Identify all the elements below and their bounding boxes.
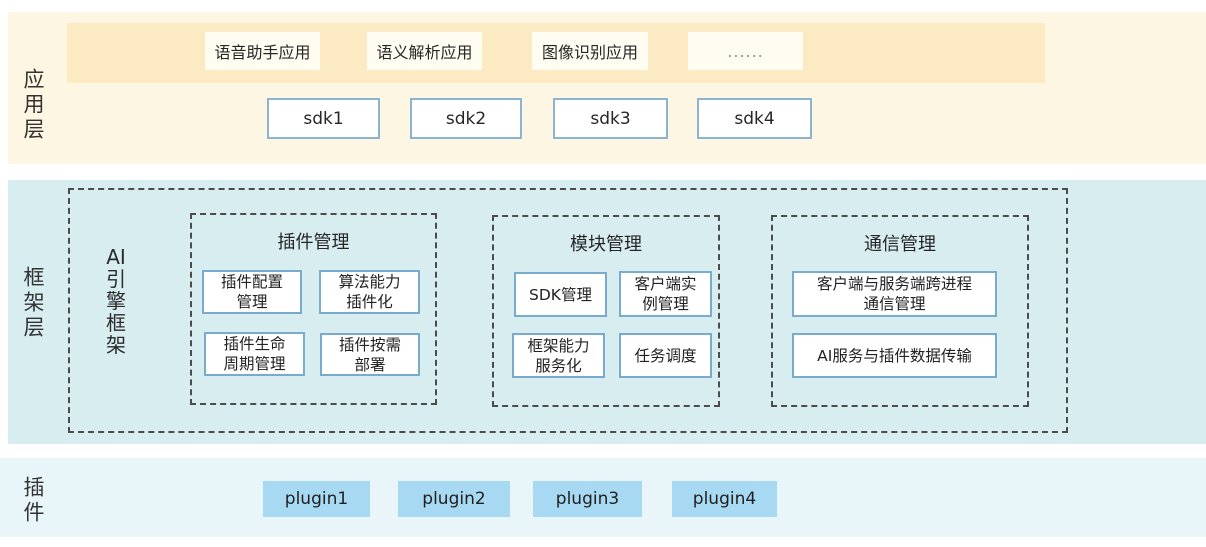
engine-label-line: AI [106, 245, 126, 269]
item-line: 算法能力 [338, 273, 401, 291]
sdk-box-4: sdk4 [697, 98, 812, 139]
item-line: AI服务与插件数据传输 [817, 346, 972, 365]
item-line: 周期管理 [223, 355, 286, 373]
item-line: 插件配置 [220, 273, 283, 291]
group-title: 插件管理 [277, 232, 350, 253]
app-box-ellipsis: ...... [688, 32, 803, 70]
item-line: 客户端实 [634, 275, 697, 293]
sdk-box-2: sdk2 [410, 98, 522, 139]
ai-engine-framework-label: AI 引 擎 框 架 [96, 246, 136, 356]
plugin-box-4: plugin4 [672, 481, 777, 517]
engine-label-line: 框 [106, 311, 126, 335]
layer-label-framework: 框架层 [21, 266, 45, 341]
item-plugin-on-demand-deploy: 插件按需 部署 [320, 333, 420, 376]
item-line: 框架能力 [527, 336, 590, 355]
item-line: 管理 [236, 293, 268, 311]
item-line: 插件按需 [338, 335, 401, 354]
engine-label-line: 架 [106, 333, 126, 357]
item-line: 服务化 [535, 356, 582, 375]
sdk-box-1: sdk1 [267, 98, 380, 139]
item-line: 插件化 [346, 293, 393, 311]
item-line: 客户端与服务端跨进程 [816, 275, 972, 293]
layer-label-plugin: 插件 [21, 476, 45, 526]
item-client-instance-management: 客户端实 例管理 [619, 271, 712, 317]
item-framework-capability-service: 框架能力 服务化 [512, 333, 605, 378]
layer-label-application: 应用层 [21, 68, 45, 143]
engine-label-line: 引 [106, 267, 126, 291]
sdk-box-3: sdk3 [553, 98, 668, 139]
item-ai-service-plugin-data-transfer: AI服务与插件数据传输 [792, 333, 997, 378]
plugin-box-2: plugin2 [398, 481, 510, 517]
group-module-management: 模块管理 SDK管理 客户端实 例管理 框架能力 服务化 任务调度 [492, 215, 720, 407]
item-line: SDK管理 [529, 285, 592, 304]
group-title: 模块管理 [570, 234, 642, 255]
item-plugin-config-management: 插件配置 管理 [202, 270, 302, 314]
item-sdk-management: SDK管理 [514, 272, 607, 317]
group-communication-management: 通信管理 客户端与服务端跨进程 通信管理 AI服务与插件数据传输 [771, 215, 1029, 407]
item-line: 插件生命 [223, 335, 286, 353]
app-box-image-recognition: 图像识别应用 [532, 32, 648, 70]
engine-label-line: 擎 [106, 289, 126, 313]
group-plugin-management: 插件管理 插件配置 管理 算法能力 插件化 插件生命 周期管理 插件按需 部署 [190, 213, 437, 405]
item-line: 任务调度 [634, 346, 697, 365]
ai-engine-framework-frame [68, 188, 1068, 433]
item-plugin-lifecycle-management: 插件生命 周期管理 [204, 332, 305, 376]
app-box-voice-assistant: 语音助手应用 [205, 32, 320, 70]
item-line: 部署 [354, 355, 386, 374]
item-cross-process-communication: 客户端与服务端跨进程 通信管理 [792, 271, 997, 317]
plugin-box-1: plugin1 [263, 481, 370, 517]
item-algorithm-pluginization: 算法能力 插件化 [319, 270, 420, 314]
item-line: 通信管理 [863, 295, 926, 313]
item-line: 例管理 [642, 295, 689, 313]
app-box-semantic-parsing: 语义解析应用 [367, 32, 482, 70]
item-task-scheduling: 任务调度 [619, 333, 712, 378]
plugin-box-3: plugin3 [533, 481, 642, 517]
group-title: 通信管理 [864, 234, 936, 255]
